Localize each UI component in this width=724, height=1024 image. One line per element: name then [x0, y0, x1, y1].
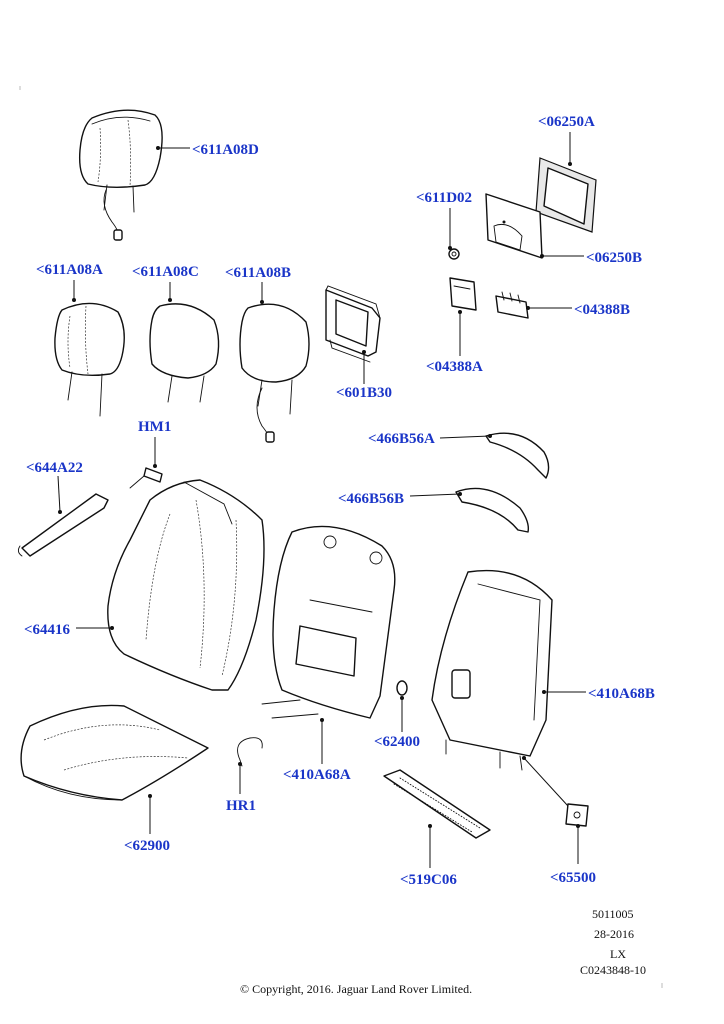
callout-410A68A[interactable]: <410A68A [283, 767, 351, 783]
callout-466B56B[interactable]: <466B56B [338, 491, 404, 507]
drawing-code: C0243848-10 [580, 963, 646, 977]
callout-519C06[interactable]: <519C06 [400, 872, 457, 888]
callout-611D02[interactable]: <611D02 [416, 190, 472, 206]
hook-HR1[interactable] [237, 737, 263, 767]
screen-frame-06250A[interactable] [535, 157, 597, 233]
callout-64416[interactable]: <64416 [24, 622, 71, 638]
seat-back-frame-410A68A[interactable] [261, 525, 396, 719]
leader-lines [57, 132, 586, 868]
callout-62400[interactable]: <62400 [374, 734, 420, 750]
callout-611A08C[interactable]: <611A08C [132, 264, 199, 280]
callout-04388B[interactable]: <04388B [574, 302, 630, 318]
headrest-611A08A[interactable] [54, 302, 125, 417]
callout-04388A[interactable]: <04388A [426, 359, 483, 375]
drawing-date: 28-2016 [594, 927, 634, 941]
clip-62400[interactable] [396, 680, 408, 696]
callout-466B56A[interactable]: <466B56A [368, 431, 435, 447]
seat-cushion-62900[interactable] [20, 704, 209, 801]
bracket-601B30[interactable] [325, 285, 381, 363]
seat-back-cover-64416[interactable] [107, 479, 265, 691]
drawing-model: LX [610, 947, 626, 961]
clip-611D02[interactable] [448, 248, 460, 260]
callout-06250B[interactable]: <06250B [586, 250, 642, 266]
callout-HM1[interactable]: HM1 [138, 419, 171, 435]
callout-611A08A[interactable]: <611A08A [36, 262, 103, 278]
headrest-611A08C[interactable] [149, 303, 220, 403]
callout-611A08D[interactable]: <611A08D [192, 142, 259, 158]
callout-644A22[interactable]: <644A22 [26, 460, 83, 476]
fastener-HM1[interactable] [129, 467, 163, 489]
drawing-number: 5011005 [592, 907, 634, 921]
trim-466B56A[interactable] [485, 432, 550, 479]
connector-04388B[interactable] [495, 291, 529, 319]
callout-62900[interactable]: <62900 [124, 838, 170, 854]
callout-06250A[interactable]: <06250A [538, 114, 595, 130]
rod-644A22[interactable] [17, 493, 109, 557]
screen-panel-06250B[interactable] [485, 193, 543, 259]
callout-601B30[interactable]: <601B30 [336, 385, 392, 401]
mesh-panel-519C06[interactable] [383, 769, 491, 839]
bracket-65500[interactable] [565, 803, 589, 827]
callout-611A08B[interactable]: <611A08B [225, 265, 291, 281]
copyright-notice: © Copyright, 2016. Jaguar Land Rover Lim… [240, 982, 472, 996]
cover-04388A[interactable] [449, 277, 477, 311]
callout-410A68B[interactable]: <410A68B [588, 686, 655, 702]
headrest-611A08B[interactable] [239, 303, 310, 443]
trim-466B56B[interactable] [455, 487, 530, 533]
callout-65500[interactable]: <65500 [550, 870, 596, 886]
headrest-611A08D[interactable] [78, 109, 163, 241]
seat-back-panel-410A68B[interactable] [431, 569, 553, 771]
callout-HR1[interactable]: HR1 [226, 798, 256, 814]
